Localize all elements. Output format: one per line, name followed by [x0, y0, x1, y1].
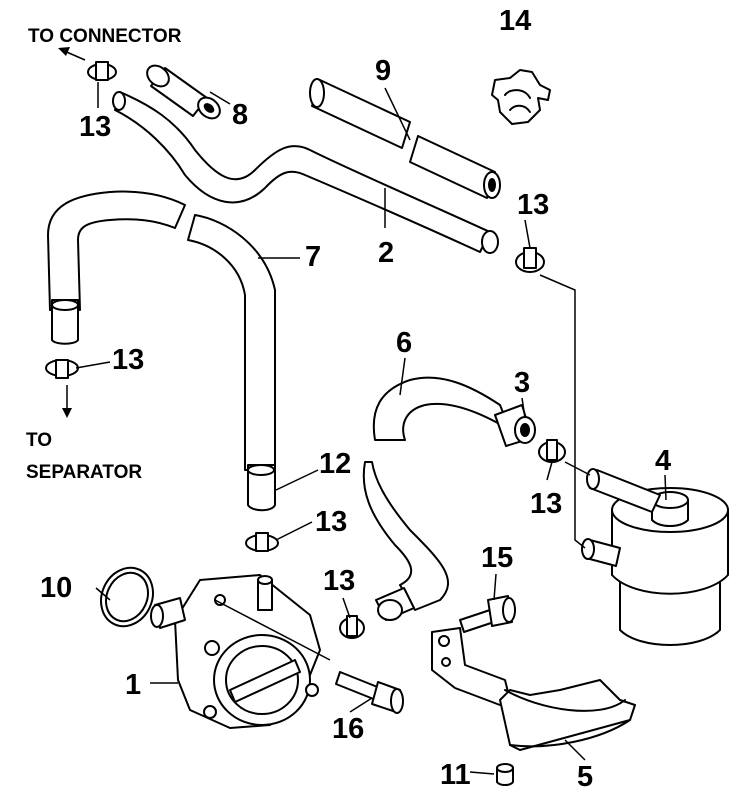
- fuel-filter-4: [581, 468, 729, 646]
- callout-13-filter: 13: [530, 488, 562, 520]
- bracket-5: [431, 627, 636, 751]
- hose-2: [112, 91, 499, 254]
- bolt-15: [459, 595, 516, 633]
- callout-13-top: 13: [79, 111, 111, 143]
- callout-2: 2: [378, 237, 394, 269]
- bolt-16: [335, 671, 404, 714]
- clip-13-group: [45, 61, 566, 639]
- labels: TO CONNECTOR TO SEPARATOR 14 9 8 13 13 2…: [26, 5, 671, 793]
- hose-6: [362, 376, 511, 621]
- callout-13-left: 13: [112, 344, 144, 376]
- hose-8: [146, 64, 221, 120]
- fuel-pump-1: [150, 574, 321, 729]
- leader-lines: [75, 82, 667, 775]
- direction-arrows: [58, 47, 86, 418]
- connection-lines: [214, 274, 591, 661]
- callout-4: 4: [655, 445, 671, 477]
- callout-13-lower: 13: [323, 565, 355, 597]
- callout-9: 9: [375, 55, 391, 87]
- callout-14: 14: [499, 5, 531, 37]
- callout-10: 10: [40, 572, 72, 604]
- callout-7: 7: [305, 241, 321, 273]
- callout-16: 16: [332, 713, 364, 745]
- callout-12: 12: [319, 448, 351, 480]
- callout-15: 15: [481, 542, 513, 574]
- label-separator: SEPARATOR: [26, 462, 142, 483]
- hose-9: [309, 78, 501, 199]
- hose-7: [47, 190, 276, 512]
- callout-5: 5: [577, 761, 593, 793]
- callout-6: 6: [396, 327, 412, 359]
- callout-8: 8: [232, 99, 248, 131]
- label-to-connector: TO CONNECTOR: [28, 26, 182, 47]
- callout-3: 3: [514, 367, 530, 399]
- collar-11: [496, 763, 514, 786]
- callout-13-center: 13: [315, 506, 347, 538]
- hose-3: [494, 404, 536, 447]
- o-ring-10: [100, 566, 154, 628]
- clamp-holder-14: [491, 69, 551, 125]
- label-to: TO: [26, 430, 52, 451]
- callout-1: 1: [125, 669, 141, 701]
- callout-11: 11: [440, 759, 471, 791]
- callout-13-right: 13: [517, 189, 549, 221]
